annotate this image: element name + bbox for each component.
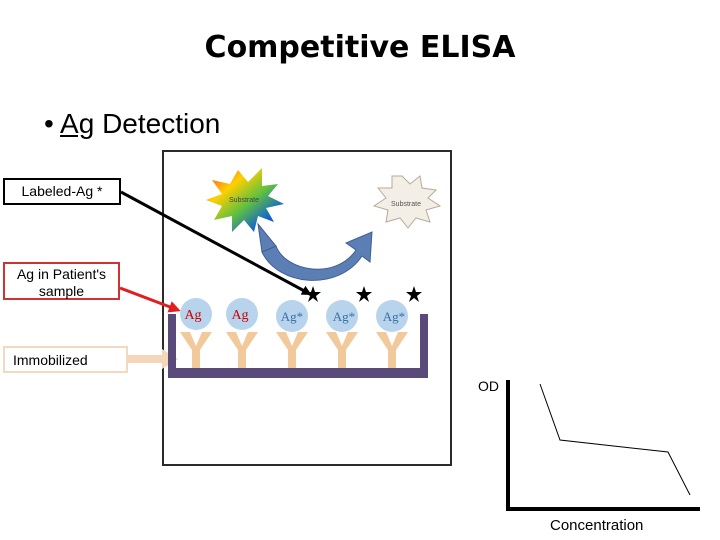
od-concentration-graph <box>506 380 700 511</box>
graph-x-label: Concentration <box>550 517 644 534</box>
label-stars <box>305 286 422 302</box>
antigen-1 <box>180 298 212 330</box>
microplate-well <box>168 314 428 378</box>
bullet-marker: • <box>44 108 54 139</box>
labeled-ag-arrow <box>120 190 312 296</box>
antigens: Ag Ag Ag* Ag* Ag* <box>180 298 408 332</box>
antigen-label-5: Ag* <box>383 309 405 324</box>
antigen-label-2: Ag <box>231 308 248 323</box>
label-star-2 <box>356 286 372 302</box>
elisa-panel <box>162 150 452 466</box>
label-star-1 <box>305 286 321 302</box>
conversion-cycle-arrow <box>257 222 373 281</box>
antibody-5 <box>376 332 408 368</box>
antigen-label-3: Ag* <box>281 309 303 324</box>
bullet-ag-underlined: Ag <box>60 108 95 139</box>
antigen-label-1: Ag <box>184 308 201 323</box>
substrate-colored-label: Substrate <box>229 197 259 204</box>
antibody-1 <box>180 332 212 368</box>
graph-y-label: OD <box>478 378 499 394</box>
colored-product-burst: Substrate <box>206 168 284 232</box>
patient-ag-callout: Ag in Patient's sample <box>3 262 120 300</box>
antibody-4 <box>326 332 358 368</box>
antigen-4 <box>326 300 358 332</box>
antigen-3 <box>276 300 308 332</box>
antigen-2 <box>226 298 258 330</box>
od-curve <box>539 383 691 496</box>
bullet-detection-text: Detection <box>94 108 221 139</box>
labeled-ag-callout: Labeled-Ag * <box>3 178 121 205</box>
antibody-3 <box>276 332 308 368</box>
label-star-3 <box>406 286 422 302</box>
antigen-5 <box>376 300 408 332</box>
antibodies <box>180 332 408 368</box>
page-title: Competitive ELISA <box>204 30 516 65</box>
antigen-label-4: Ag* <box>333 309 355 324</box>
substrate-burst: Substrate <box>372 175 442 229</box>
patient-ag-arrow <box>119 286 181 313</box>
immobilized-callout: Immobilized <box>3 346 128 373</box>
antibody-2 <box>226 332 258 368</box>
bullet-ag-detection: • Ag Detection <box>44 108 220 140</box>
substrate-plain-label: Substrate <box>391 201 421 208</box>
